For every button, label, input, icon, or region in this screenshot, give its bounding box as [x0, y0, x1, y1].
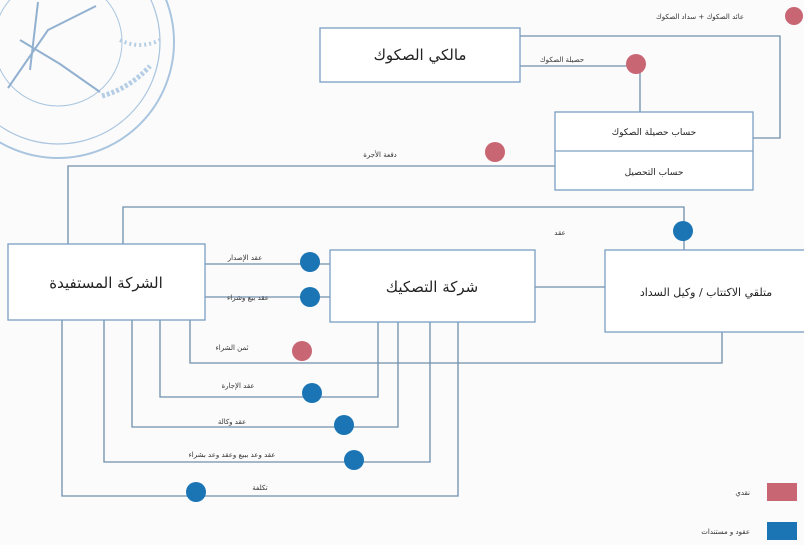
legend-contracts-label: عقود و مستندات — [701, 528, 750, 536]
contract-marker — [300, 252, 320, 272]
line-f3 — [189, 320, 723, 364]
line-f7 — [61, 320, 459, 497]
flow-label: عقد الإجارة — [221, 382, 254, 390]
contract-marker — [673, 221, 693, 241]
flow-label: تكلفة — [252, 484, 267, 492]
svg-text:حساب التحصيل: حساب التحصيل — [625, 168, 684, 178]
box-beneficiary-company: الشركة المستفيدة — [7, 243, 206, 321]
legend-cash-swatch — [767, 483, 797, 501]
flow-label: عقد وكالة — [218, 418, 246, 426]
cash-marker — [292, 341, 312, 361]
legend-contracts-swatch — [767, 522, 797, 540]
contract-marker — [300, 287, 320, 307]
svg-text:شركة التصكيك: شركة التصكيك — [386, 278, 479, 296]
flow-label: عائد الصكوك + سداد الصكوك — [656, 13, 744, 21]
contract-marker — [344, 450, 364, 470]
svg-text:متلقي الاكتتاب / وكيل السداد: متلقي الاكتتاب / وكيل السداد — [640, 286, 772, 299]
box-subscription-receiver: متلقي الاكتتاب / وكيل السداد — [604, 249, 804, 333]
flow-label: عقد بيع وشراء — [227, 294, 269, 302]
cash-marker — [626, 54, 646, 74]
cash-marker — [485, 142, 505, 162]
connectors — [61, 35, 781, 497]
seal-stamp — [0, 0, 175, 159]
line-receiver-top — [122, 206, 685, 250]
line-lease-payments — [67, 165, 555, 244]
flow-label: دفعة الأجرة — [363, 150, 397, 159]
svg-text:الشركة المستفيدة: الشركة المستفيدة — [49, 274, 163, 292]
svg-text:حساب حصيلة الصكوك: حساب حصيلة الصكوك — [612, 128, 697, 138]
box-owners: مالكي الصكوك — [319, 27, 521, 83]
box-securitization-company: شركة التصكيك — [329, 249, 536, 323]
cash-marker — [785, 7, 803, 25]
legend: نقدي عقود و مستندات — [701, 483, 797, 540]
box-custody-account: حساب حصيلة الصكوك حساب التحصيل — [554, 111, 754, 191]
line-f4 — [159, 320, 379, 398]
contract-marker — [302, 383, 322, 403]
flow-label: عقد الإصدار — [227, 254, 263, 262]
flow-label: ثمن الشراء — [216, 344, 249, 352]
flow-label: حصيلة الصكوك — [540, 56, 584, 64]
contract-marker — [334, 415, 354, 435]
flow-markers: عائد الصكوك + سداد الصكوك حصيلة الصكوك د… — [186, 7, 803, 502]
line-f6 — [103, 320, 431, 463]
legend-cash-label: نقدي — [735, 489, 750, 497]
line-owners-proceeds — [520, 65, 641, 112]
contract-marker — [186, 482, 206, 502]
line-f5 — [131, 320, 399, 428]
line-returns-to-owners — [520, 35, 781, 139]
flow-label: عقد — [554, 229, 565, 237]
flow-label: عقد وعد ببيع وعقد وعد بشراء — [189, 451, 276, 459]
svg-text:مالكي الصكوك: مالكي الصكوك — [374, 46, 467, 65]
